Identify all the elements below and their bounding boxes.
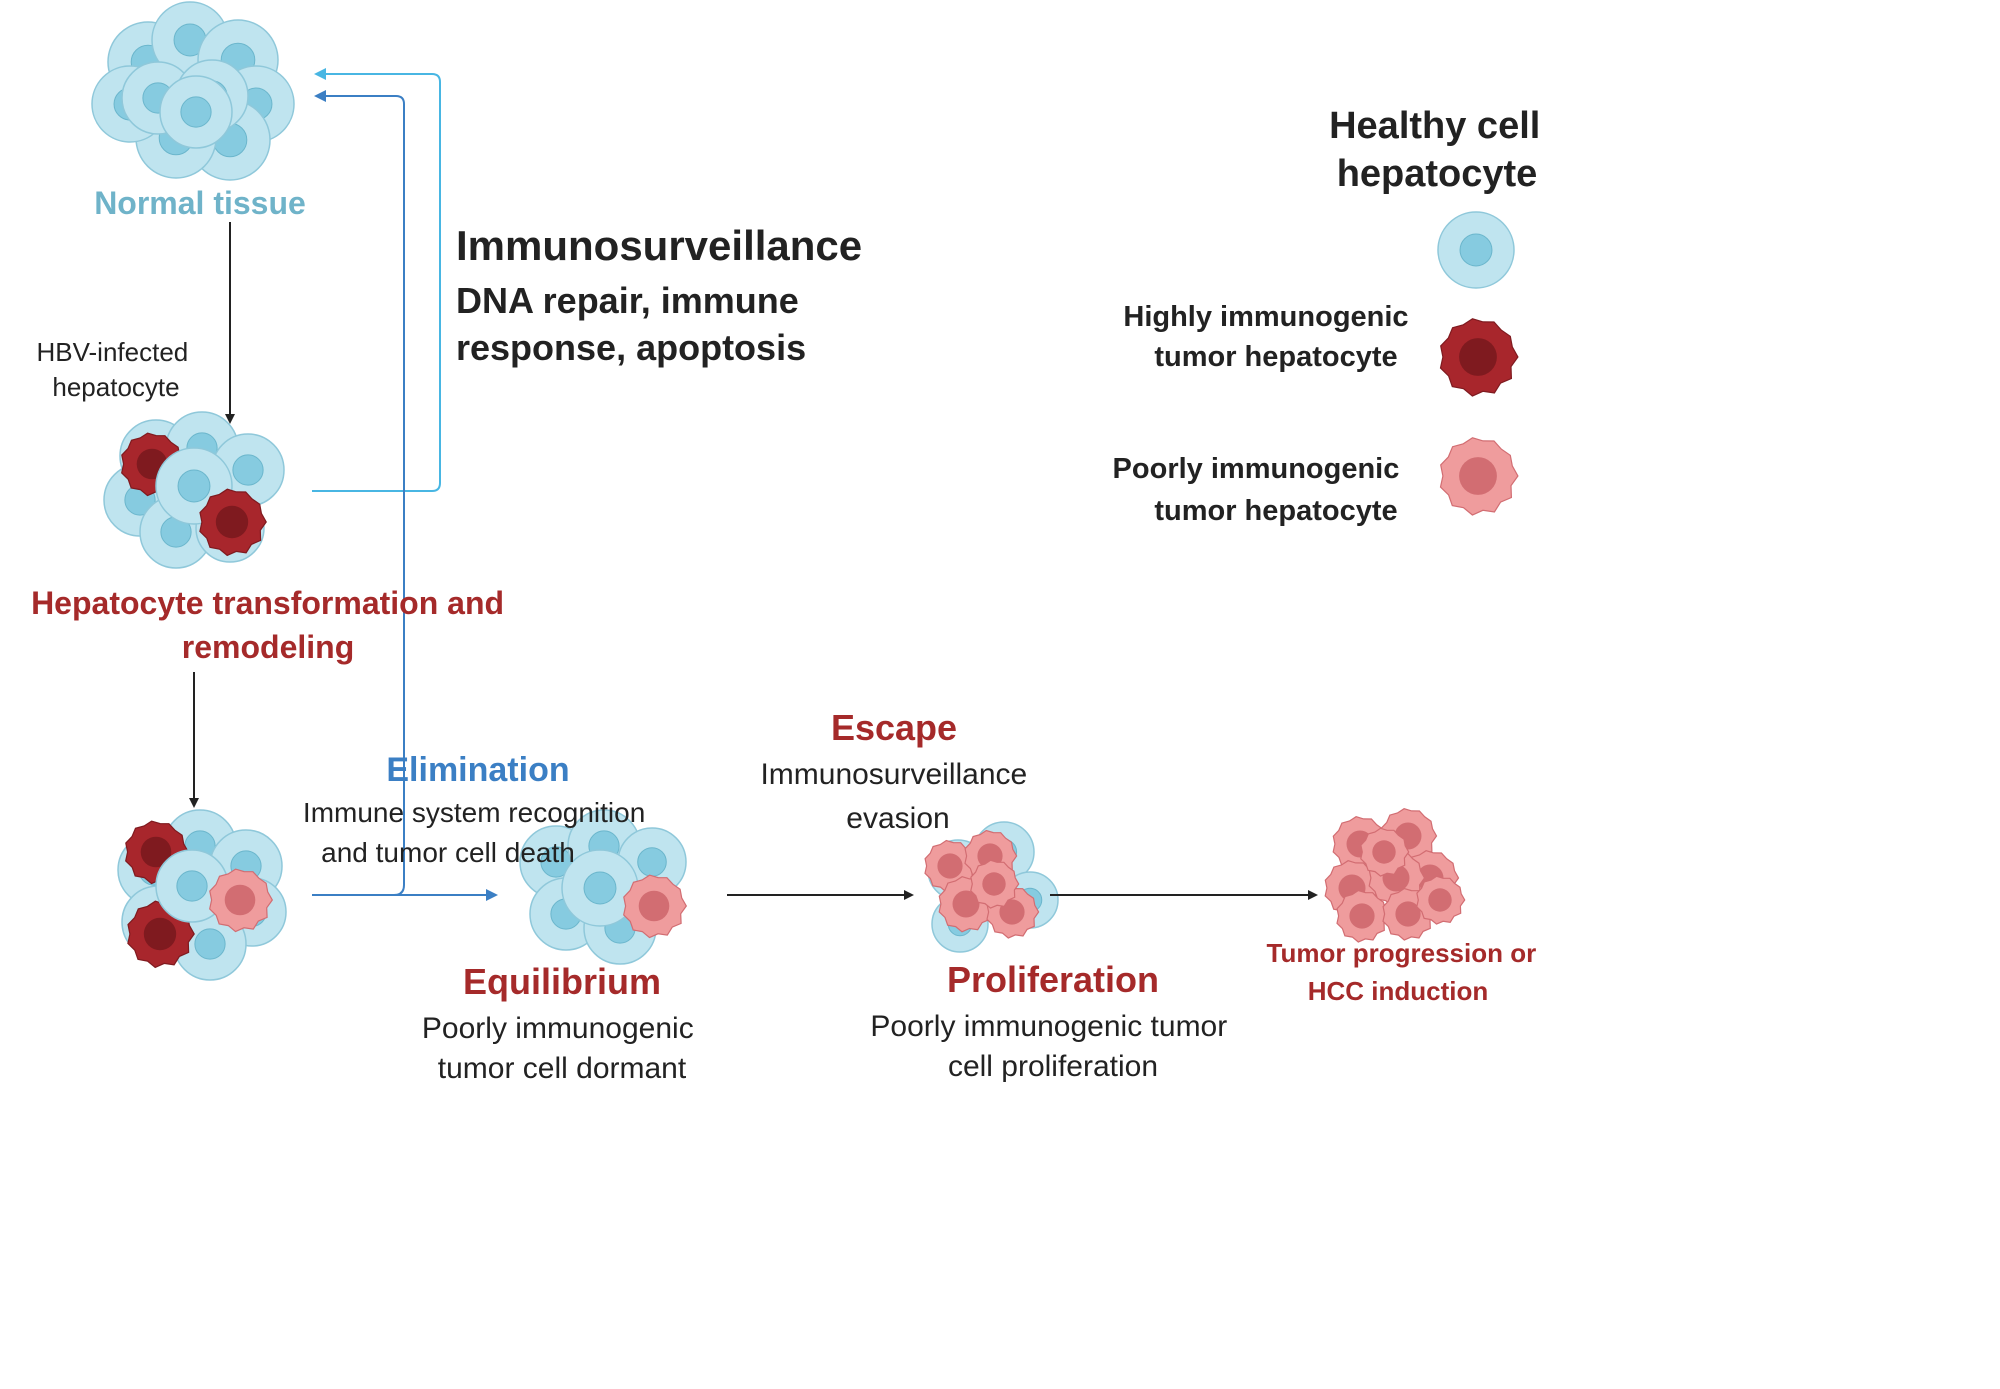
tumor-progression-cluster: [1324, 808, 1466, 943]
healthy-cell-nucleus: [1459, 233, 1493, 267]
normal-tissue-cluster: [91, 1, 295, 181]
escape-desc: Immunosurveillance evasion: [760, 758, 1035, 835]
poorly-immunogenic-tumor-cell-nucleus: [1372, 840, 1396, 864]
poorly-immunogenic-tumor-cell-nucleus: [224, 884, 256, 916]
highly-immunogenic-tumor-cell-nucleus: [215, 505, 249, 539]
poorly-immunogenic-tumor-cell-nucleus: [1428, 888, 1452, 912]
poorly-immunogenic-tumor-cell-nucleus: [638, 890, 670, 922]
poorly-immunogenic-tumor-cell-nucleus: [1395, 901, 1421, 927]
equilibrium-desc: Poorly immunogenic tumor cell dormant: [422, 1012, 702, 1085]
poorly-immunogenic-tumor-cell-nucleus: [999, 899, 1025, 925]
normal-tissue-label: Normal tissue: [94, 185, 306, 221]
elimination-title: Elimination: [386, 751, 569, 789]
escape-title: Escape: [831, 707, 957, 748]
healthy-cell-nucleus: [232, 454, 264, 486]
highly-immunogenic-tumor-cell-nucleus: [140, 836, 172, 868]
poorly-immunogenic-tumor-cell-nucleus: [952, 890, 980, 918]
healthy-cell-nucleus: [194, 928, 226, 960]
escape-cluster: [924, 821, 1059, 953]
equilibrium-cluster: [519, 809, 688, 965]
proliferation-title: Proliferation: [947, 959, 1159, 1000]
legend-healthy-label: Healthy cell hepatocyte: [1329, 105, 1551, 195]
hbv-infected-label: HBV-infected hepatocyte: [37, 337, 196, 402]
healthy-cell-nucleus: [176, 870, 208, 902]
immunosurveillance-desc: DNA repair, immune response, apoptosis: [456, 280, 809, 368]
equilibrium-title: Equilibrium: [463, 961, 661, 1002]
tumor-progression-label: Tumor progression or HCC induction: [1267, 938, 1544, 1006]
hbv-infected-cluster: [103, 411, 285, 569]
legend-healthy-cell-icon: [1437, 211, 1515, 289]
poorly-immunogenic-tumor-cell-nucleus: [1459, 457, 1497, 495]
healthy-cell-nucleus: [583, 871, 617, 905]
highly-immunogenic-tumor-cell-nucleus: [143, 917, 177, 951]
tumor-immunoediting-diagram: Normal tissue HBV-infected hepatocyte He…: [31, 1, 1551, 1085]
elimination-cluster: [117, 809, 287, 981]
healthy-cell-nucleus: [637, 847, 667, 877]
healthy-cell-nucleus: [180, 96, 212, 128]
immunosurveillance-title: Immunosurveillance: [456, 222, 862, 269]
legend-poorly-immunogenic-cell-icon: [1439, 437, 1519, 516]
legend-poorly-label: Poorly immunogenic tumor hepatocyte: [1113, 453, 1408, 527]
transformation-label: Hepatocyte transformation and remodeling: [31, 585, 513, 665]
arrow-hbv-immunosurveillance-return: [312, 68, 441, 492]
highly-immunogenic-tumor-cell-nucleus: [1459, 338, 1497, 376]
legend-highly-label: Highly immunogenic tumor hepatocyte: [1123, 301, 1416, 373]
poorly-immunogenic-tumor-cell-nucleus: [982, 872, 1006, 896]
poorly-immunogenic-tumor-cell-nucleus: [1349, 903, 1375, 929]
proliferation-desc: Poorly immunogenic tumor cell proliferat…: [870, 1010, 1235, 1083]
legend-highly-immunogenic-cell-icon: [1439, 318, 1519, 397]
healthy-cell-nucleus: [177, 469, 211, 503]
elimination-desc: Immune system recognition and tumor cell…: [303, 797, 653, 868]
legend: Healthy cell hepatocyte Highly immunogen…: [1113, 105, 1551, 527]
poorly-immunogenic-tumor-cell-nucleus: [937, 853, 963, 879]
